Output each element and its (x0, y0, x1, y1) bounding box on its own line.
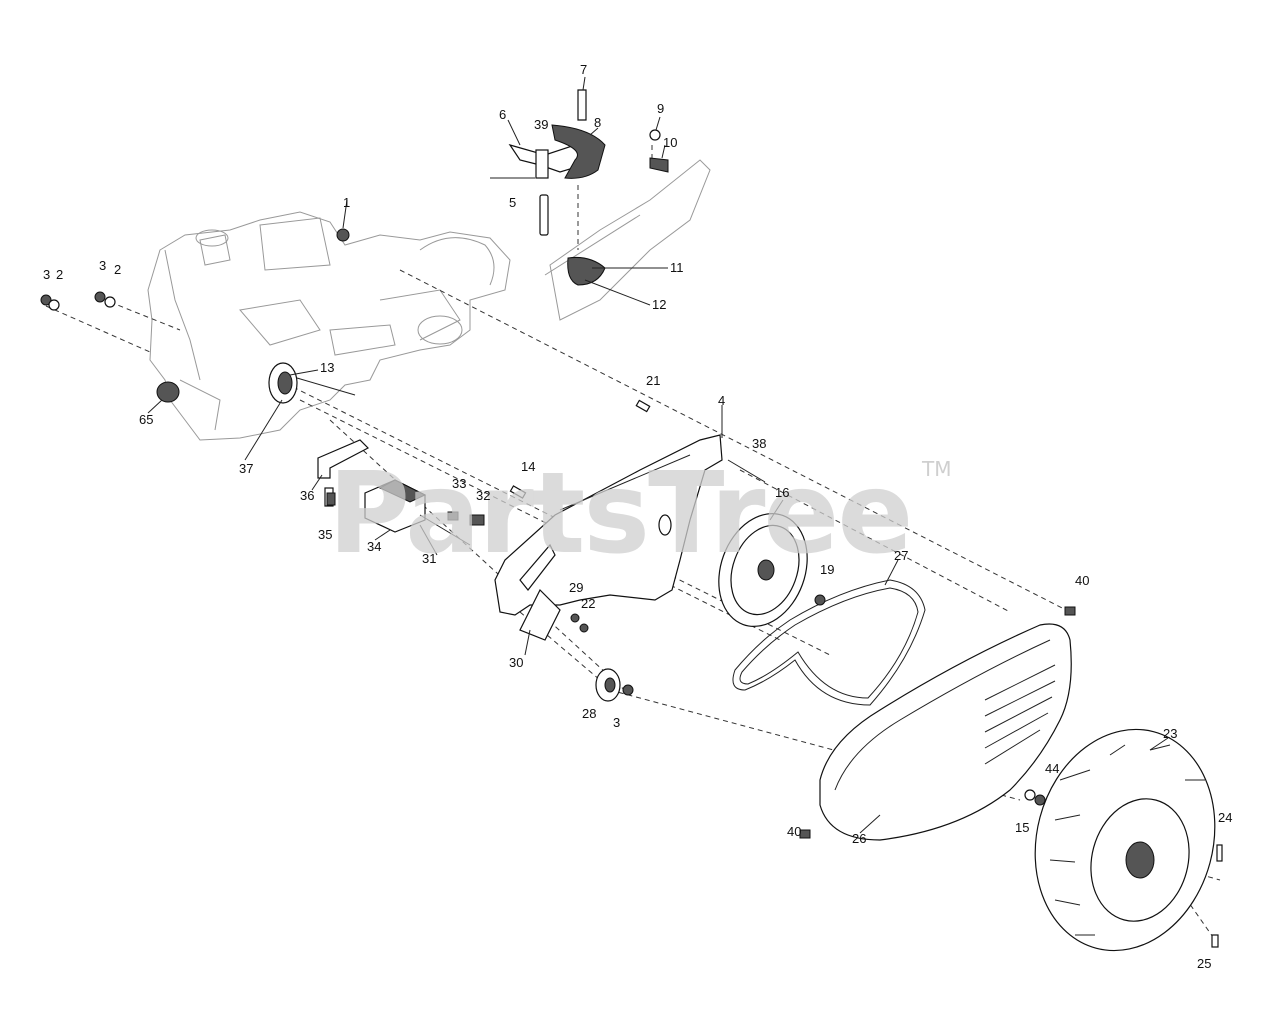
callout-19: 19 (820, 562, 834, 577)
callout-4: 4 (718, 393, 725, 408)
watermark-text: PartsTree (328, 449, 911, 579)
belt-guide-block-34 (324, 479, 485, 546)
belt-guard-plate-4 (494, 434, 723, 641)
callout-44: 44 (1045, 761, 1059, 776)
callout-34: 34 (367, 539, 381, 554)
callout-65: 65 (139, 412, 153, 427)
callout-21: 21 (646, 373, 660, 388)
callout-12: 12 (652, 297, 666, 312)
callout-10: 10 (663, 135, 677, 150)
callout-39: 39 (534, 117, 548, 132)
drive-pulley-16 (718, 513, 808, 627)
callout-26: 26 (852, 831, 866, 846)
watermark-trademark: TM (921, 457, 951, 481)
wheel-tire-23 (1034, 728, 1216, 952)
callout-33: 33 (452, 476, 466, 491)
callout-29: 29 (569, 580, 583, 595)
callout-3: 3 (613, 715, 620, 730)
callout-38: 38 (752, 436, 766, 451)
callout-40: 40 (1075, 573, 1089, 588)
callout-11: 11 (670, 260, 684, 275)
partstree-watermark: PartsTree TM (328, 449, 951, 579)
callout-2: 2 (56, 267, 63, 282)
callout-32: 32 (476, 488, 490, 503)
callout-35: 35 (318, 527, 332, 542)
callout-28: 28 (582, 706, 596, 721)
callout-31: 31 (422, 551, 436, 566)
callout-16: 16 (775, 485, 789, 500)
callout-1: 1 (343, 195, 350, 210)
callout-labels: 1 2 3 2 3 3 4 5 6 7 8 9 10 11 12 13 14 1… (43, 62, 1232, 971)
callout-3: 3 (43, 267, 50, 282)
callout-36: 36 (300, 488, 314, 503)
callout-40: 40 (787, 824, 801, 839)
belt-guard-bracket (490, 89, 711, 321)
callout-3: 3 (99, 258, 106, 273)
callout-37: 37 (239, 461, 253, 476)
callout-30: 30 (509, 655, 523, 670)
fuel-cap-65 (156, 381, 180, 403)
callout-23: 23 (1163, 726, 1177, 741)
callout-5: 5 (509, 195, 516, 210)
callout-14: 14 (521, 459, 535, 474)
callout-2: 2 (114, 262, 121, 277)
small-hardware (40, 228, 1223, 948)
callout-7: 7 (580, 62, 587, 77)
callout-24: 24 (1218, 810, 1232, 825)
callout-25: 25 (1197, 956, 1211, 971)
callout-15: 15 (1015, 820, 1029, 835)
leader-lines (147, 76, 1169, 834)
callout-27: 27 (894, 548, 908, 563)
engine-pulley-37 (268, 362, 356, 404)
mount-bracket-36 (317, 439, 370, 479)
callout-13: 13 (320, 360, 334, 375)
callout-9: 9 (657, 101, 664, 116)
idler-pulley-28 (595, 668, 621, 702)
callout-6: 6 (499, 107, 506, 122)
engine-assembly (147, 211, 511, 441)
callout-22: 22 (581, 596, 595, 611)
callout-8: 8 (594, 115, 601, 130)
belt-cover-26 (819, 623, 1072, 841)
drive-belt-27 (732, 579, 926, 706)
